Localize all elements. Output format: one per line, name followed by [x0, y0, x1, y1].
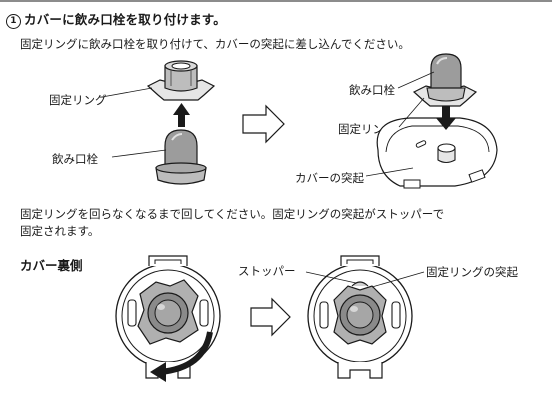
cover-with-plug-illustration [376, 53, 498, 189]
step-title-text: カバーに飲み口栓を取り付けます。 [24, 12, 226, 27]
instruction-1: 固定リングに飲み口栓を取り付けて、カバーの突起に差し込んでください。 [20, 37, 410, 51]
leader-plug-right [397, 71, 435, 89]
ring-protrusion-label: 固定リングの突起 [426, 265, 518, 279]
instruction-2-line-1: 固定リングを回らなくなるまで回してください。固定リングの突起がストッパーで [20, 207, 445, 221]
leader-ring-protrusion [371, 271, 425, 288]
instruction-2-line-2: 固定されます。 [20, 224, 100, 238]
leader-cover-protrusion [365, 167, 414, 177]
leader-ring-left [101, 87, 153, 98]
next-step-arrow-2-icon [250, 297, 291, 337]
fig1-right-plug-label: 飲み口栓 [349, 83, 395, 97]
step-number: 1 [6, 14, 21, 29]
cover-back-subheading: カバー裏側 [20, 258, 83, 273]
leader-ring-right [398, 97, 425, 128]
cover-back-after-illustration [307, 255, 413, 379]
leader-plug-left [111, 149, 167, 158]
fig1-left-plug-label: 飲み口栓 [52, 152, 98, 166]
fig1-cover-protrusion-label: カバーの突起 [295, 171, 364, 185]
cover-back-before-illustration [115, 255, 221, 382]
fixing-ring-illustration [146, 60, 216, 101]
leader-stopper [305, 271, 357, 284]
stopper-label: ストッパー [238, 264, 296, 278]
fig1-left-ring-label: 固定リング [49, 93, 107, 107]
next-step-arrow-icon [242, 104, 285, 144]
drinking-plug-illustration [155, 129, 207, 185]
up-arrow-icon [173, 103, 190, 127]
